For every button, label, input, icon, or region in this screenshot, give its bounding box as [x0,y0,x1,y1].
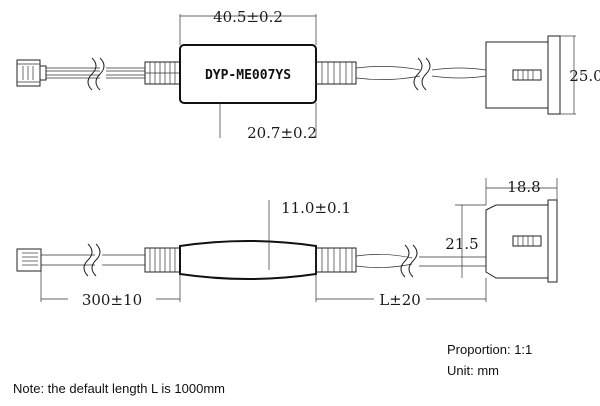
model-label: DYP-ME007YS [205,68,291,83]
dim-bottom-sensor-depth: 18.8 [485,178,558,205]
dim-bottom-connector-cable: 300±10 [40,271,181,309]
unit-note: Unit: mm [447,363,499,378]
dim-top-sensor-width: 25.0 [560,35,600,115]
svg-text:11.0±0.1: 11.0±0.1 [281,199,351,217]
svg-text:300±10: 300±10 [82,291,142,309]
svg-text:40.5±0.2: 40.5±0.2 [213,8,283,26]
bottom-cable-right [355,244,486,278]
bottom-connector [16,248,42,272]
svg-text:18.8: 18.8 [507,178,540,196]
svg-text:25.0: 25.0 [569,67,600,85]
proportion-note: Proportion: 1:1 [447,342,532,357]
dim-top-module-inner: 20.7±0.2 [219,103,317,142]
bottom-cable-left [41,243,145,277]
bottom-strain-relief-left [144,247,181,273]
dim-bottom-module-length: 11.0±0.1 [268,199,351,270]
top-strain-relief-left [144,61,181,85]
bottom-module-body [179,240,317,280]
top-cable-left [46,57,145,91]
default-length-note: Note: the default length L is 1000mm [13,381,225,396]
bottom-sensor-head [485,199,558,283]
svg-text:20.7±0.2: 20.7±0.2 [247,124,317,142]
dim-top-module-length: 40.5±0.2 [179,8,317,45]
top-connector [16,59,47,87]
top-sensor-head [485,35,561,115]
svg-text:L±20: L±20 [379,291,421,309]
dim-bottom-sensor-height: 21.5 [445,204,486,278]
svg-text:21.5: 21.5 [445,235,478,253]
top-cable-right [355,57,487,91]
top-strain-relief-right [315,61,357,85]
bottom-strain-relief-right [315,247,357,273]
dim-bottom-cable-length: L±20 [315,274,487,309]
